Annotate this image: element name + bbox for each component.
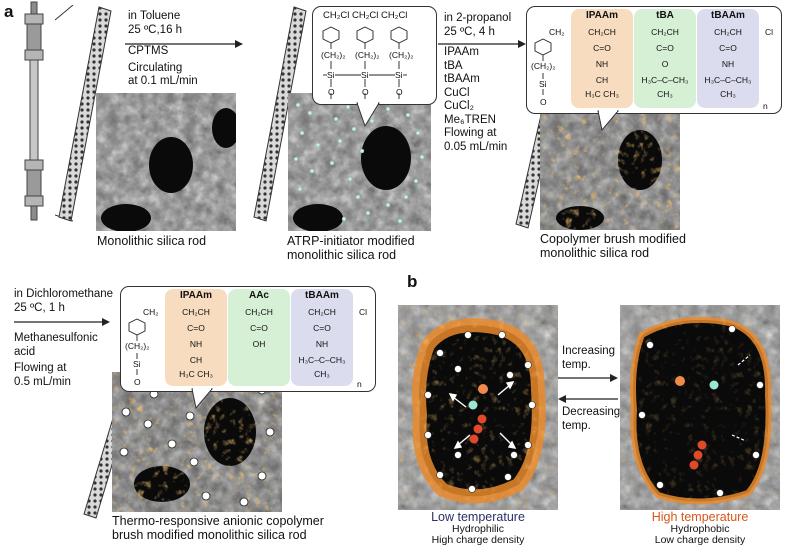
copolymer-structure-box: CH₂ (CH₂)₂ Si O IPAAm CH₂CH C=O NH CH H₃…: [526, 6, 782, 114]
initiator-callout-pointer: [356, 102, 380, 128]
block-tbaam-2: tBAAm CH₂CH C=O NH H₃C–C–CH₃ CH₃: [298, 290, 346, 380]
micrograph-initiator: [288, 93, 431, 231]
block-ipaam-highlight-2: [165, 289, 227, 386]
caption-anionic-rod: Thermo-responsive anionic copolymer brus…: [112, 514, 324, 542]
high-temperature-title: High temperature: [651, 510, 749, 524]
copolymer-anchor-drawing: [534, 38, 552, 95]
step1-conditions: in Toluene 25 ºC,16 h: [128, 10, 183, 36]
arrow-step-4: [14, 318, 110, 326]
anionic-callout-pointer: [191, 388, 214, 410]
step1-reagents: CPTMS Circulating at 0.1 mL/min: [128, 45, 198, 87]
step2-reagents: IPAAm tBA tBAAm CuCl CuCl₂ Me₆TREN Flowi…: [444, 46, 508, 153]
column-apparatus-illustration: [24, 1, 44, 221]
arrow-decreasing-temp: [558, 395, 618, 403]
block-ipaam-highlight: [571, 9, 633, 108]
caption-silica-rod: Monolithic silica rod: [97, 234, 207, 248]
high-temperature-properties: Hydrophobic Low charge density: [654, 523, 746, 546]
block-tba: tBA CH₂CH C=O O H₃C–C–CH₃ CH₃: [641, 10, 689, 100]
initiator-structure-box: CH₂Cl CH₂Cl CH₂Cl (CH₂)₂ (CH₂)₂ (CH₂)₂ S…: [312, 6, 437, 105]
copolymer-callout-pointer: [597, 110, 620, 132]
step4-conditions: in Dichloromethane 25 ºC, 1 h: [14, 288, 114, 314]
block-ipaam: IPAAm CH₂CH C=O NH CH H₃C CH₃: [585, 10, 619, 100]
initiator-backbone-drawing: [322, 26, 408, 99]
anionic-structure-box: CH₂ (CH₂)₂ Si O IPAAm CH₂CH C=O NH CH H₃…: [120, 286, 376, 392]
pore-low-temperature: [398, 305, 558, 510]
low-temperature-title: Low temperature: [431, 510, 525, 524]
initiator-chlorides: CH₂Cl CH₂Cl CH₂Cl: [323, 10, 408, 21]
pore-high-temperature: [620, 305, 780, 510]
panel-label-b: b: [407, 272, 418, 291]
anionic-anchor-drawing: [128, 318, 146, 375]
caption-copolymer-rod: Copolymer brush modified monolithic sili…: [540, 232, 686, 260]
block-aac: AAc CH₂CH C=O OH: [245, 290, 273, 350]
increasing-temp-label: Increasing temp.: [562, 345, 616, 371]
silica-rod-2: [253, 6, 307, 222]
block-tba-highlight: [634, 9, 696, 108]
panel-label-a: a: [4, 2, 14, 21]
block-ipaam-2: IPAAm CH₂CH C=O NH CH H₃C CH₃: [179, 290, 213, 380]
arrow-increasing-temp: [558, 374, 618, 382]
decreasing-temp-label: Decreasing temp.: [562, 406, 621, 432]
micrograph-copolymer-brush: [540, 100, 680, 230]
block-tbaam-highlight-2: [291, 289, 353, 386]
step2-conditions: in 2-propanol 25 ºC, 4 h: [444, 12, 512, 38]
caption-initiator-rod: ATRP-initiator modified monolithic silic…: [287, 234, 415, 262]
silica-rod-1: [55, 5, 112, 222]
arrow-step-1: [125, 40, 243, 48]
step4-reagents: Methanesulfonic acid Flowing at 0.5 mL/m…: [14, 332, 98, 388]
block-aac-highlight: [228, 289, 290, 386]
arrow-step-2: [438, 40, 526, 48]
block-tbaam-highlight: [697, 9, 759, 108]
low-temperature-properties: Hydrophilic High charge density: [431, 523, 525, 546]
block-tbaam: tBAAm CH₂CH C=O NH H₃C–C–CH₃ CH₃: [704, 10, 752, 100]
micrograph-silica: [96, 93, 236, 231]
